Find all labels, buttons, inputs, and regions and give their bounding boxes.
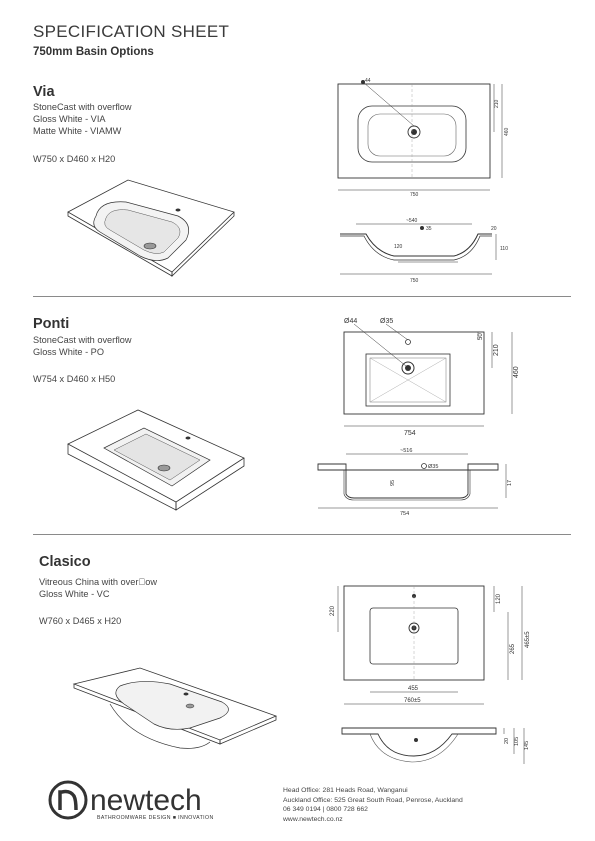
dim-label: 35	[426, 226, 432, 232]
dim-label: Ø35	[380, 318, 393, 325]
brand-tagline: BATHROOMWARE DESIGN ■ INNOVATION	[97, 815, 214, 821]
product-name-via: Via	[33, 84, 55, 100]
desc-line: Matte White - VIAMW	[33, 126, 122, 136]
dim-label: 455	[408, 686, 419, 692]
dim-label: 110	[500, 246, 508, 252]
dim-label: 465±5	[525, 631, 531, 648]
desc-line: StoneCast with overflow	[33, 335, 132, 345]
dim-label: 44	[365, 78, 371, 84]
dim-label: Ø44	[344, 318, 357, 325]
dim-label: 145	[524, 741, 530, 750]
product-name-clasico: Clasico	[39, 554, 91, 570]
website-link[interactable]: www.newtech.co.nz	[283, 815, 343, 823]
address-line: Head Office: 281 Heads Road, Wanganui	[283, 787, 408, 794]
dim-label: 105	[514, 737, 520, 746]
desc-line: Vitreous China with over ow	[39, 577, 158, 587]
desc-line: Gloss White - VC	[39, 589, 110, 599]
via-3d-drawing	[67, 179, 235, 277]
ponti-3d-drawing	[67, 409, 245, 511]
section-divider	[33, 296, 571, 297]
dim-label: 50	[478, 333, 484, 340]
dim-label: 210	[494, 99, 500, 108]
product-dims-clasico: W760 x D465 x H20	[39, 616, 122, 626]
dim-label: 95	[390, 480, 396, 486]
dim-label: 120	[496, 593, 502, 604]
newtech-logo: newtech	[48, 780, 202, 820]
via-top-drawing: 44 210 460 750	[337, 78, 510, 198]
product-desc-ponti: StoneCast with overflow Gloss White - PO	[33, 334, 132, 358]
address-line: Auckland Office: 525 Great South Road, P…	[283, 796, 463, 804]
dim-label: Ø35	[428, 464, 438, 470]
dim-label: 220	[330, 605, 336, 616]
product-dims-via: W750 x D460 x H20	[33, 154, 116, 164]
clasico-side-drawing: 20 105 145	[341, 727, 530, 764]
product-desc-clasico: Vitreous China with over ow Gloss White …	[39, 576, 157, 600]
dim-label: 754	[404, 430, 416, 437]
clasico-3d-drawing	[72, 667, 278, 749]
phone-line: 06 349 0194 | 0800 728 662	[283, 806, 368, 814]
desc-line: StoneCast with overflow	[33, 102, 132, 112]
ponti-side-drawing: ~516 Ø35 17 95 754	[317, 448, 512, 517]
page-title: SPECIFICATION SHEET	[33, 22, 230, 41]
dim-label: 460	[504, 127, 510, 136]
dim-label: 210	[493, 344, 500, 356]
dim-label: ~540	[406, 218, 417, 224]
page-subtitle: 750mm Basin Options	[33, 46, 154, 58]
product-dims-ponti: W754 x D460 x H50	[33, 374, 116, 384]
dim-label: 120	[394, 244, 403, 250]
desc-line: Gloss White - VIA	[33, 114, 106, 124]
brand-wordmark: newtech	[90, 784, 202, 817]
via-side-drawing: ~540 35 750 20 110 120	[340, 218, 508, 284]
dim-label: 750	[410, 278, 419, 284]
dim-label: 754	[400, 511, 409, 517]
product-name-ponti: Ponti	[33, 316, 70, 332]
dim-label: 20	[491, 226, 497, 232]
dim-label: 20	[504, 738, 510, 744]
section-divider	[33, 534, 571, 535]
dim-label: 265	[510, 643, 516, 654]
product-desc-via: StoneCast with overflow Gloss White - VI…	[33, 101, 132, 137]
dim-label: 760±5	[404, 698, 421, 704]
dim-label: ~516	[400, 448, 412, 454]
clasico-top-drawing: 220 120 265 465±5 455 760±5	[330, 585, 531, 705]
footer-address: Head Office: 281 Heads Road, Wanganui Au…	[283, 786, 463, 824]
dim-label: 750	[410, 192, 419, 198]
desc-line: Gloss White - PO	[33, 347, 104, 357]
ponti-top-drawing: Ø44 Ø35 50 210 460 754	[343, 318, 520, 437]
dim-label: 460	[513, 366, 520, 378]
dim-label: 17	[507, 480, 512, 486]
